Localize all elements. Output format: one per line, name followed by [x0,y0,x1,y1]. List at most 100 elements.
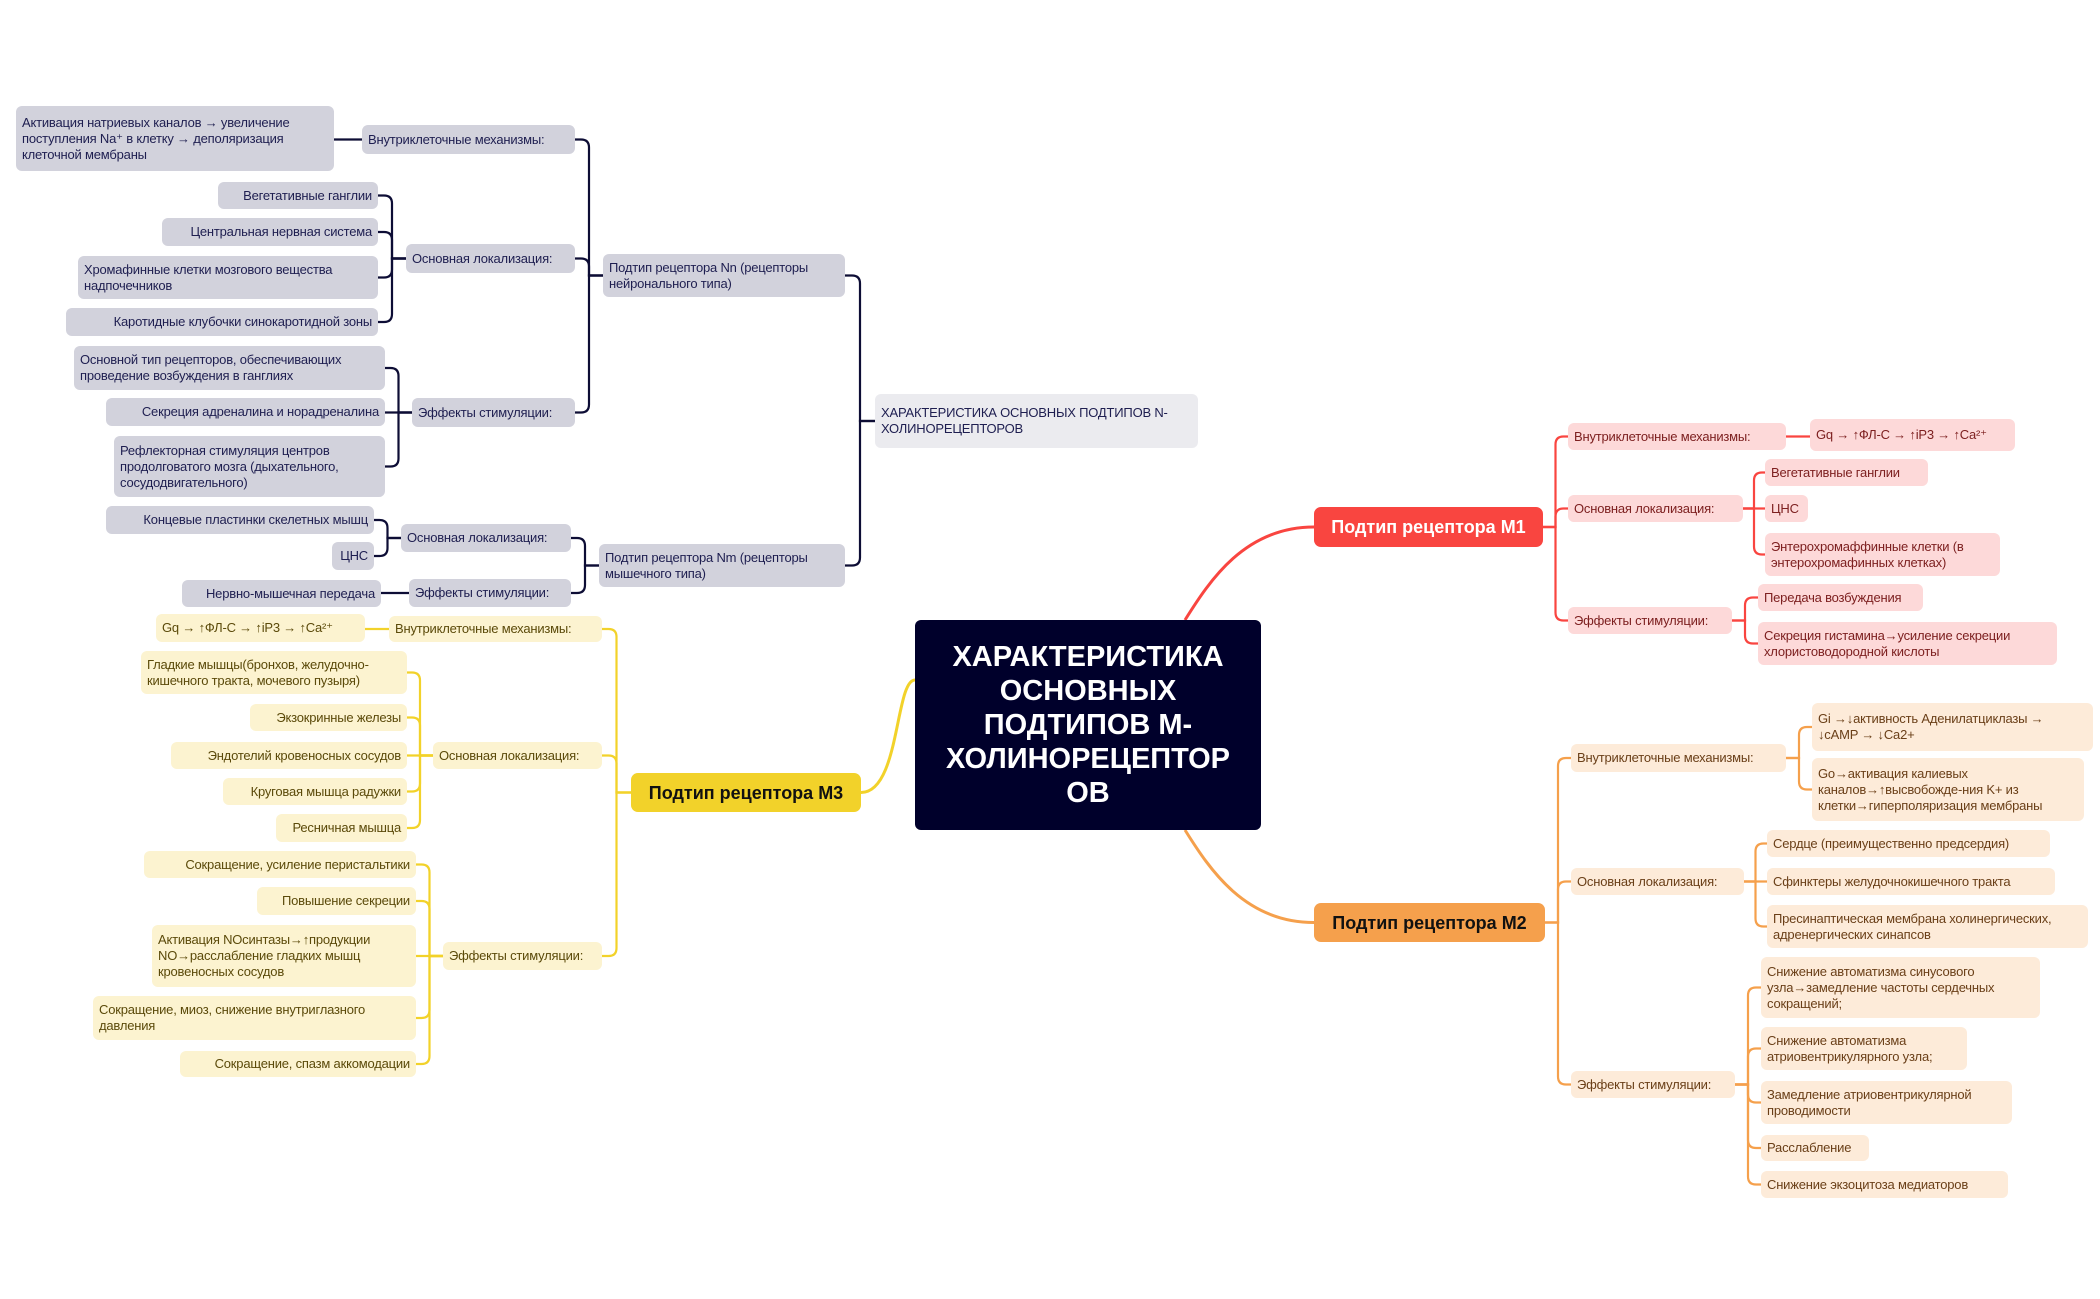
m2-localization-label[interactable]: Основная локализация: [1571,868,1744,895]
connector-line [575,274,603,414]
m3-effect-item[interactable]: Активация NOсинтазы→↑продукции NO→рассла… [152,925,416,987]
connector-line [385,366,412,414]
m2-subtype-node[interactable]: Подтип рецептора М2 [1314,903,1545,942]
nn-localization-item[interactable]: Вегетативные ганглии [218,182,378,209]
m1-localization-item[interactable]: Вегетативные ганглии [1765,459,1928,486]
m2-effect-item[interactable]: Замедление атриовентрикулярной проводимо… [1761,1081,2012,1124]
nn-mechanism-item[interactable]: Активация натриевых каналов → увеличение… [16,106,334,171]
connector-line [575,257,603,277]
connector-line [374,518,401,540]
nm-localization-label[interactable]: Основная локализация: [401,524,571,552]
m1-localization-item[interactable]: Энтерохромаффинные клетки (в энтерохрома… [1765,533,2000,576]
nm-subtype-node[interactable]: Подтип рецептора Nm (рецепторы мышечного… [599,544,845,587]
m3-localization-item[interactable]: Круговая мышца радужки [223,778,407,805]
nn-localization-item[interactable]: Центральная нервная система [162,218,378,246]
m2-mechanism-item[interactable]: Gi →↓активность Аденилатциклазы → ↓cAMP … [1812,703,2093,751]
connector-line [416,863,443,958]
m2-effects-label[interactable]: Эффекты стимуляции: [1571,1071,1735,1098]
m2-localization-item[interactable]: Пресинаптическая мембрана холинергически… [1767,905,2088,948]
connector-line [1735,1083,1761,1186]
m1-localization-item[interactable]: ЦНС [1765,495,1808,522]
connector-line [407,716,433,757]
m3-effect-item[interactable]: Сокращение, миоз, снижение внутриглазног… [93,996,416,1040]
connector-line [845,419,875,567]
connector-line [845,274,875,423]
connector-line [1786,725,1812,760]
n-receptors-title[interactable]: ХАРАКТЕРИСТИКА ОСНОВНЫХ ПОДТИПОВ N-ХОЛИН… [875,394,1198,448]
m1-mechanism-item[interactable]: Gq → ↑ФЛ-С → ↑iP3 → ↑Ca²⁺ [1810,419,2015,451]
connector-line [602,791,631,958]
m2-effect-item[interactable]: Снижение экзоцитоза медиаторов [1761,1171,2008,1198]
m2-effect-item[interactable]: Снижение автоматизма синусового узла→зам… [1761,957,2040,1018]
connector-line [1735,986,1761,1086]
connector-line [374,536,401,558]
connector-line [1735,1083,1761,1104]
connector-line [602,627,631,794]
connector-line [407,754,433,830]
nn-effect-item[interactable]: Секреция адреналина и норадреналина [106,398,385,426]
m2-mechanism-item[interactable]: Go→активация калиевых каналов→↑высвобожд… [1812,758,2084,821]
m3-mechanism-item[interactable]: Gq → ↑ФЛ-С → ↑iP3 → ↑Ca²⁺ [156,614,365,642]
m1-effect-item[interactable]: Передача возбуждения [1758,584,1923,611]
connector-line [407,754,433,793]
m2-localization-item[interactable]: Сфинктеры желудочнокишечного тракта [1767,868,2055,895]
m1-localization-label[interactable]: Основная локализация: [1568,495,1743,522]
connector-line [571,536,599,567]
m1-effect-item[interactable]: Секреция гистамина→усиление секреции хло… [1758,622,2057,665]
connector-line [1545,756,1571,924]
m3-localization-item[interactable]: Ресничная мышца [276,814,407,842]
nm-effects-label[interactable]: Эффекты стимуляции: [409,579,571,607]
m3-effects-label[interactable]: Эффекты стимуляции: [443,942,602,970]
connector-line [1543,525,1568,622]
connector-line [1735,1083,1761,1150]
nn-effects-label[interactable]: Эффекты стимуляции: [412,398,575,427]
m1-subtype-node[interactable]: Подтип рецептора М1 [1314,507,1543,547]
connector-line [378,194,406,260]
m1-mechanisms-label[interactable]: Внутриклеточные механизмы: [1568,423,1786,450]
connector-line [1735,1047,1761,1086]
m3-localization-item[interactable]: Эндотелий кровеносных сосудов [171,742,407,769]
nn-effect-item[interactable]: Основной тип рецепторов, обеспечивающих … [74,346,385,390]
connector-line [1743,471,1765,510]
connector-line [1786,756,1812,791]
m2-mechanisms-label[interactable]: Внутриклеточные механизмы: [1571,744,1786,772]
connector-line [860,678,916,794]
connector-line [1732,619,1758,645]
m3-effect-item[interactable]: Повышение секреции [257,887,416,915]
nm-localization-item[interactable]: ЦНС [332,542,374,570]
connector-line [1545,921,1571,1086]
nn-effect-item[interactable]: Рефлекторная стимуляция центров продолго… [114,436,385,497]
m2-effect-item[interactable]: Расслабление [1761,1135,1869,1161]
m1-effects-label[interactable]: Эффекты стимуляции: [1568,607,1732,634]
connector-line [378,257,406,279]
connector-line [385,411,412,468]
nm-effect-item[interactable]: Нервно-мышечная передача [182,580,381,607]
connector-line [1183,525,1315,621]
connector-line [575,138,603,277]
m2-effect-item[interactable]: Снижение автоматизма атриовентрикулярног… [1761,1027,1967,1070]
connector-line [416,899,443,958]
m3-mechanisms-label[interactable]: Внутриклеточные механизмы: [389,616,602,642]
nn-localization-item[interactable]: Хромафинные клетки мозгового вещества на… [78,256,378,299]
connector-line [1545,880,1571,924]
connector-line [378,230,406,260]
connector-line [1183,829,1315,924]
m2-localization-item[interactable]: Сердце (преимущественно предсердия) [1767,830,2050,857]
nn-mechanisms-label[interactable]: Внутриклеточные механизмы: [362,125,575,154]
m3-effect-item[interactable]: Сокращение, усиление перистальтики [144,851,416,878]
m3-localization-label[interactable]: Основная локализация: [433,742,602,769]
m3-localization-item[interactable]: Экзокринные железы [250,704,407,731]
m3-subtype-node[interactable]: Подтип рецептора М3 [631,773,861,812]
m3-localization-item[interactable]: Гладкие мышцы(бронхов, желудочно-кишечно… [141,651,407,694]
connector-line [1743,507,1765,556]
nm-localization-item[interactable]: Концевые пластинки скелетных мышц [106,506,374,534]
central-topic[interactable]: ХАРАКТЕРИСТИКА ОСНОВНЫХ ПОДТИПОВ М-ХОЛИН… [915,620,1261,830]
m3-effect-item[interactable]: Сокращение, спазм аккомодации [180,1051,416,1077]
nn-subtype-node[interactable]: Подтип рецептора Nn (рецепторы нейрональ… [603,254,845,297]
connector-line [1744,842,1767,883]
nn-localization-label[interactable]: Основная локализация: [406,244,575,273]
connector-line [416,954,443,1020]
connector-line [571,564,599,595]
connector-line [407,671,433,757]
nn-localization-item[interactable]: Каротидные клубочки синокаротидной зоны [66,308,378,336]
